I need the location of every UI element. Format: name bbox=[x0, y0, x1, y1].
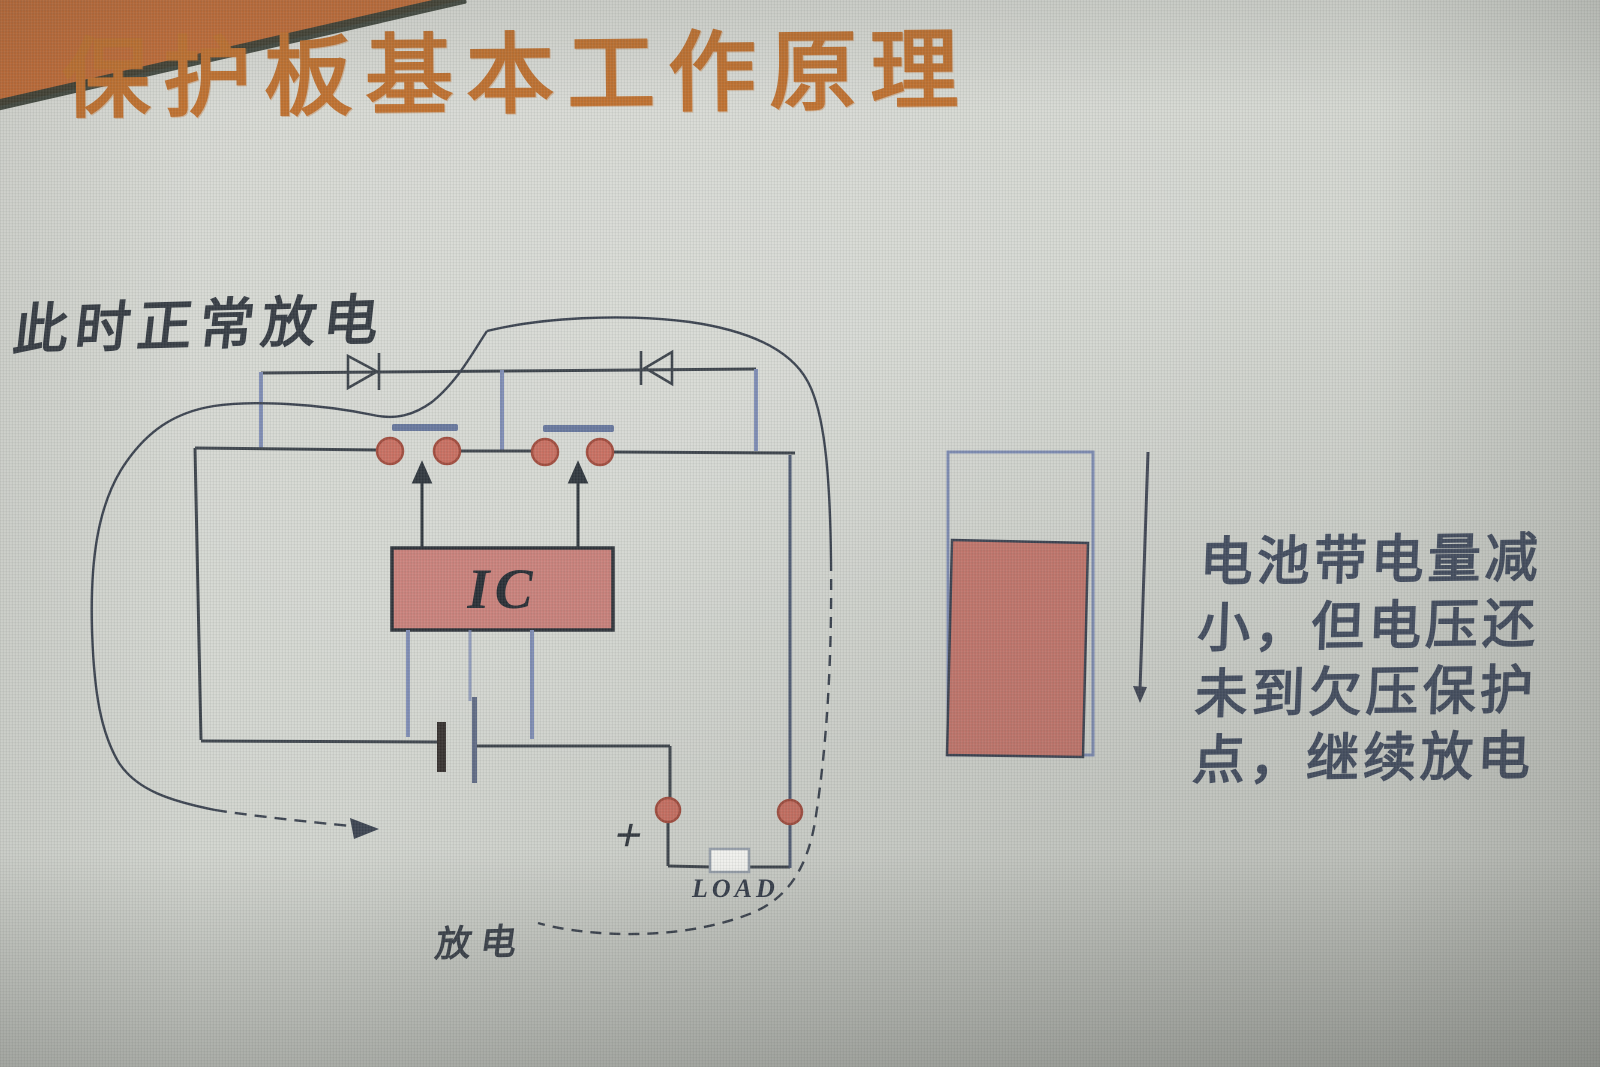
discharge-loop-arrow bbox=[90, 316, 833, 936]
body-diode-rail bbox=[260, 367, 757, 375]
level-drop-arrow bbox=[1133, 451, 1150, 703]
charge-body-diode-icon bbox=[346, 353, 381, 391]
note-line: 电池带电量减 bbox=[1198, 529, 1543, 593]
note-line: 未到欠压保护 bbox=[1193, 661, 1538, 725]
battery-cell-symbol bbox=[437, 697, 477, 783]
discharge-label: 放电 bbox=[432, 921, 529, 965]
ic-chip bbox=[390, 546, 615, 632]
ic-sense-pins bbox=[406, 630, 534, 739]
status-label: 此时正常放电 bbox=[10, 289, 389, 362]
load-resistor bbox=[708, 847, 751, 874]
note-line: 点，继续放电 bbox=[1191, 727, 1536, 791]
gate-drive-arrows bbox=[411, 460, 589, 548]
slide-title: 保护板基本工作原理 bbox=[61, 23, 972, 130]
load-terminal-dots bbox=[654, 796, 804, 826]
battery-level-indicator bbox=[945, 450, 1095, 759]
ic-label: IC bbox=[467, 557, 538, 621]
bottom-loop-wires bbox=[193, 447, 792, 869]
note-block: 电池带电量减 小，但电压还 未到欠压保护 点，继续放电 bbox=[1191, 525, 1591, 795]
discharge-body-diode-icon bbox=[639, 349, 674, 387]
note-line: 小，但电压还 bbox=[1196, 595, 1541, 659]
mosfet-gate-bars bbox=[392, 424, 614, 432]
mosfet-contact-dots bbox=[375, 436, 615, 467]
load-label: LOAD bbox=[692, 874, 779, 903]
mosfet-row-wire bbox=[194, 446, 796, 455]
rail-drop-wires bbox=[259, 369, 758, 451]
